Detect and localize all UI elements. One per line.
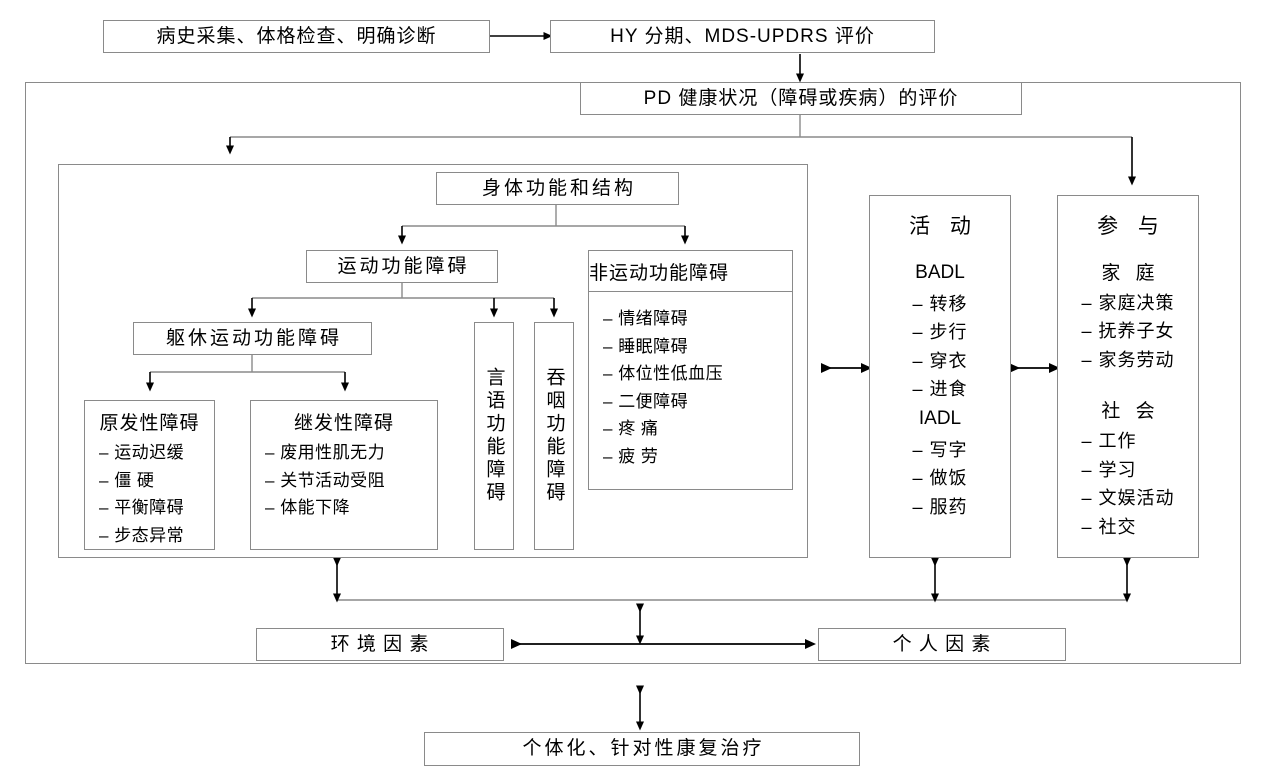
activity-title: 活 动	[909, 215, 978, 238]
list-item: 疲 劳	[589, 443, 792, 471]
list-item: 疼 痛	[589, 415, 792, 443]
list-item: 社交	[1081, 513, 1174, 541]
secondary-disorder-list: 废用性肌无力 关节活动受阻 体能下降	[251, 439, 437, 522]
list-item: 睡眠障碍	[589, 333, 792, 361]
step1-label: 病史采集、体格检查、明确诊断	[156, 25, 437, 47]
body-function-label: 身体功能和结构	[481, 177, 636, 199]
list-item: 废用性肌无力	[251, 439, 437, 467]
step-hy-mds-updrs[interactable]: HY 分期、MDS-UPDRS 评价	[550, 20, 935, 53]
list-item: 僵 硬	[85, 467, 214, 495]
list-item: 穿衣	[912, 347, 967, 375]
participation-box[interactable]: 参 与 家 庭 家庭决策 抚养子女 家务劳动 社 会 工作 学习 文娱活动 社交	[1057, 195, 1199, 558]
trunk-limb-label: 躯休运动功能障碍	[165, 327, 342, 349]
step-history-exam-diagnosis[interactable]: 病史采集、体格检查、明确诊断	[103, 20, 490, 53]
evaluation-label: PD 健康状况（障碍或疾病）的评价	[643, 87, 959, 109]
nonmotor-dysfunction-list: 情绪障碍 睡眠障碍 体位性低血压 二便障碍 疼 痛 疲 劳	[589, 296, 792, 470]
list-item: 情绪障碍	[589, 305, 792, 333]
list-item: 学习	[1081, 456, 1174, 484]
personal-factors-label: 个 人 因 素	[892, 633, 992, 655]
environmental-factors-box[interactable]: 环 境 因 素	[256, 628, 504, 661]
secondary-disorder-header: 继发性障碍	[293, 413, 394, 434]
list-item: 文娱活动	[1081, 484, 1174, 512]
list-item: 体位性低血压	[589, 360, 792, 388]
participation-social-list: 工作 学习 文娱活动 社交	[1081, 427, 1174, 541]
list-item: 抚养子女	[1081, 317, 1174, 345]
step2-label: HY 分期、MDS-UPDRS 评价	[610, 25, 875, 47]
list-item: 家务劳动	[1081, 346, 1174, 374]
secondary-disorder-box[interactable]: 继发性障碍 废用性肌无力 关节活动受阻 体能下降	[250, 400, 438, 550]
list-item: 二便障碍	[589, 388, 792, 416]
list-item: 服药	[912, 493, 967, 521]
body-function-structure[interactable]: 身体功能和结构	[436, 172, 679, 205]
personal-factors-box[interactable]: 个 人 因 素	[818, 628, 1066, 661]
list-item: 步行	[912, 318, 967, 346]
nonmotor-dysfunction-header: 非运动功能障碍	[589, 258, 792, 292]
swallow-dysfunction-label: 吞咽功能障碍	[543, 367, 565, 505]
list-item: 家庭决策	[1081, 289, 1174, 317]
activity-group-iadl: IADL	[918, 407, 962, 429]
primary-disorder-box[interactable]: 原发性障碍 运动迟缓 僵 硬 平衡障碍 步态异常	[84, 400, 215, 550]
body-function-group	[58, 164, 808, 558]
motor-dysfunction[interactable]: 运动功能障碍	[306, 250, 498, 283]
treatment-label: 个体化、针对性康复治疗	[522, 738, 765, 760]
list-item: 步态异常	[85, 522, 214, 550]
list-item: 工作	[1081, 427, 1174, 455]
list-item: 转移	[912, 290, 967, 318]
motor-dysfunction-label: 运动功能障碍	[337, 255, 470, 277]
activity-badl-list: 转移 步行 穿衣 进食	[912, 290, 967, 404]
speech-dysfunction-label: 言语功能障碍	[483, 367, 505, 505]
pd-health-evaluation[interactable]: PD 健康状况（障碍或疾病）的评价	[580, 82, 1022, 115]
activity-group-badl: BADL	[915, 262, 965, 283]
treatment-box[interactable]: 个体化、针对性康复治疗	[424, 732, 860, 766]
activity-box[interactable]: 活 动 BADL 转移 步行 穿衣 进食 IADL 写字 做饭 服药	[869, 195, 1011, 558]
list-item: 体能下降	[251, 494, 437, 522]
environmental-factors-label: 环 境 因 素	[330, 633, 430, 655]
participation-title: 参 与	[1097, 215, 1166, 238]
participation-group-family: 家 庭	[1101, 263, 1160, 284]
list-item: 平衡障碍	[85, 494, 214, 522]
participation-group-social: 社 会	[1101, 401, 1160, 423]
list-item: 进食	[912, 375, 967, 403]
trunk-limb-motor-dysfunction[interactable]: 躯休运动功能障碍	[133, 322, 372, 355]
list-item: 写字	[912, 436, 967, 464]
speech-dysfunction-box[interactable]: 言语功能障碍	[474, 322, 514, 550]
primary-disorder-header: 原发性障碍	[99, 413, 200, 434]
activity-iadl-list: 写字 做饭 服药	[912, 436, 967, 521]
list-item: 关节活动受阻	[251, 467, 437, 495]
participation-family-list: 家庭决策 抚养子女 家务劳动	[1081, 289, 1174, 374]
swallow-dysfunction-box[interactable]: 吞咽功能障碍	[534, 322, 574, 550]
list-item: 做饭	[912, 464, 967, 492]
primary-disorder-list: 运动迟缓 僵 硬 平衡障碍 步态异常	[85, 439, 214, 549]
list-item: 运动迟缓	[85, 439, 214, 467]
nonmotor-dysfunction-box[interactable]: 非运动功能障碍 情绪障碍 睡眠障碍 体位性低血压 二便障碍 疼 痛 疲 劳	[588, 250, 793, 490]
